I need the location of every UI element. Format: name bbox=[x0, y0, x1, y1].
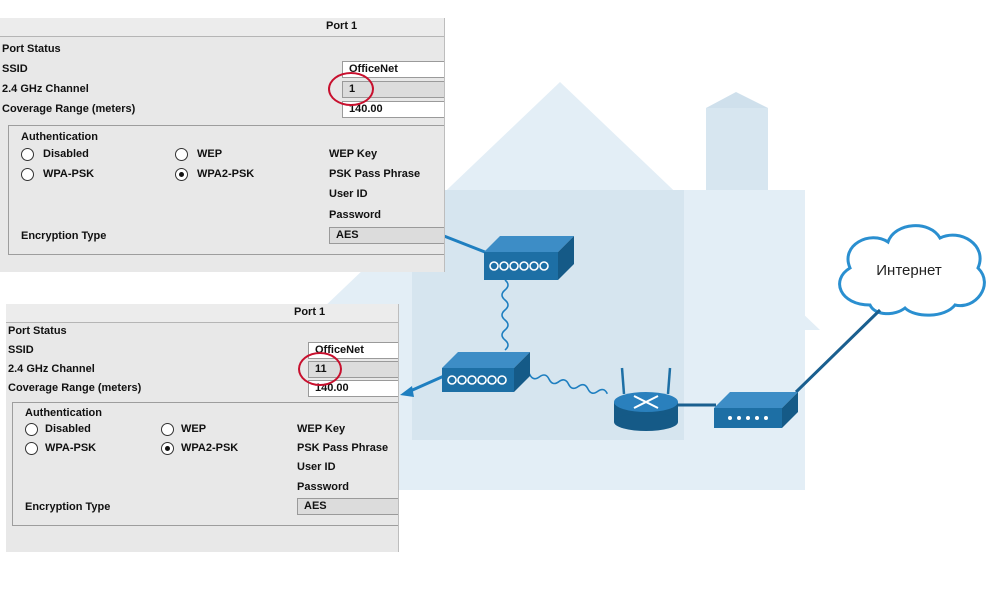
modem-icon bbox=[714, 392, 798, 428]
pointer-line-top bbox=[443, 234, 491, 256]
radio-wpa-psk-label: WPA-PSK bbox=[45, 442, 97, 454]
radio-wep[interactable] bbox=[161, 423, 174, 436]
radio-wpa-psk[interactable] bbox=[25, 442, 38, 455]
channel-label: 2.4 GHz Channel bbox=[8, 363, 95, 375]
authentication-title: Authentication bbox=[21, 131, 98, 143]
password-label: Password bbox=[329, 209, 381, 221]
pointer-arrowhead bbox=[400, 386, 414, 397]
radio-wep-label: WEP bbox=[181, 423, 207, 435]
radio-wpa2-psk-label: WPA2-PSK bbox=[197, 168, 255, 180]
port-config-panel-1: Port 1 Port Status SSID 2.4 GHz Channel … bbox=[0, 18, 445, 272]
wireless-link-ap1-ap2 bbox=[501, 279, 509, 351]
port-config-panel-2: Port 1 Port Status SSID 2.4 GHz Channel … bbox=[6, 304, 399, 552]
access-point-1-icon bbox=[484, 236, 574, 280]
psk-pass-phrase-label: PSK Pass Phrase bbox=[329, 168, 421, 180]
radio-wpa-psk-label: WPA-PSK bbox=[43, 168, 95, 180]
password-label: Password bbox=[297, 481, 349, 493]
pointer-line-bottom bbox=[407, 374, 445, 394]
ssid-label: SSID bbox=[8, 344, 34, 356]
wireless-router-icon bbox=[614, 367, 678, 431]
radio-wpa-psk[interactable] bbox=[21, 168, 34, 181]
encryption-type-label: Encryption Type bbox=[21, 230, 107, 242]
radio-wep[interactable] bbox=[175, 148, 188, 161]
user-id-label: User ID bbox=[297, 461, 336, 473]
access-point-2-icon bbox=[442, 352, 530, 392]
internet-label: Интернет bbox=[876, 262, 942, 279]
channel-highlight-circle bbox=[328, 72, 374, 106]
internet-cloud-icon bbox=[838, 224, 986, 317]
radio-wpa2-psk-label: WPA2-PSK bbox=[181, 442, 239, 454]
wireless-link-ap2-router bbox=[519, 369, 609, 395]
port-header-label: Port 1 bbox=[294, 306, 326, 318]
channel-label: 2.4 GHz Channel bbox=[2, 83, 89, 95]
authentication-title: Authentication bbox=[25, 407, 102, 419]
radio-wpa2-psk[interactable] bbox=[175, 168, 188, 181]
port-status-label: Port Status bbox=[2, 43, 61, 55]
coverage-label: Coverage Range (meters) bbox=[2, 103, 136, 115]
panel-header: Port 1 bbox=[6, 304, 398, 323]
psk-pass-phrase-label: PSK Pass Phrase bbox=[297, 442, 389, 454]
cable-modem-internet bbox=[794, 308, 882, 394]
encryption-type-select[interactable]: AES bbox=[329, 227, 444, 244]
port-status-label: Port Status bbox=[8, 325, 67, 337]
encryption-type-select[interactable]: AES bbox=[297, 498, 398, 515]
authentication-group: Authentication Disabled WEP WPA-PSK WPA2… bbox=[8, 125, 444, 255]
radio-disabled-label: Disabled bbox=[45, 423, 91, 435]
ssid-label: SSID bbox=[2, 63, 28, 75]
encryption-type-label: Encryption Type bbox=[25, 501, 111, 513]
port-header-label: Port 1 bbox=[326, 20, 358, 32]
radio-disabled[interactable] bbox=[25, 423, 38, 436]
coverage-field[interactable]: 140.00 bbox=[342, 101, 444, 118]
wep-key-label: WEP Key bbox=[297, 423, 346, 435]
wep-key-label: WEP Key bbox=[329, 148, 378, 160]
ssid-field[interactable]: OfficeNet bbox=[342, 61, 444, 78]
channel-highlight-circle bbox=[298, 352, 342, 386]
radio-disabled[interactable] bbox=[21, 148, 34, 161]
radio-wpa2-psk[interactable] bbox=[161, 442, 174, 455]
radio-wep-label: WEP bbox=[197, 148, 223, 160]
panel-header: Port 1 bbox=[0, 18, 444, 37]
authentication-group: Authentication Disabled WEP WPA-PSK WPA2… bbox=[12, 402, 398, 526]
coverage-label: Coverage Range (meters) bbox=[8, 382, 142, 394]
user-id-label: User ID bbox=[329, 188, 368, 200]
radio-disabled-label: Disabled bbox=[43, 148, 89, 160]
